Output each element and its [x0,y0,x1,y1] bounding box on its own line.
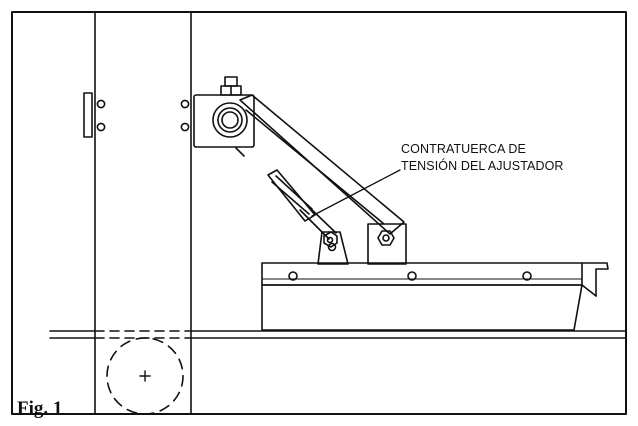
lower-bracket [317,223,407,265]
dashed-circle [106,337,184,415]
blade [261,262,609,331]
left-hinge [83,92,106,138]
callout-label: CONTRATUERCA DE TENSIÓN DEL AJUSTADOR [401,141,564,175]
figure-label: Fig. 1 [17,398,63,419]
callout-line-2: TENSIÓN DEL AJUSTADOR [401,159,564,173]
callout-leader [311,169,401,217]
tension-adjuster [267,169,337,240]
right-hinge-holes [180,99,190,132]
ground-lines [49,330,627,339]
upper-clamp [193,76,255,148]
callout-line-1: CONTRATUERCA DE [401,142,526,156]
figure-border [11,11,627,415]
diagonal-arm [235,94,405,235]
